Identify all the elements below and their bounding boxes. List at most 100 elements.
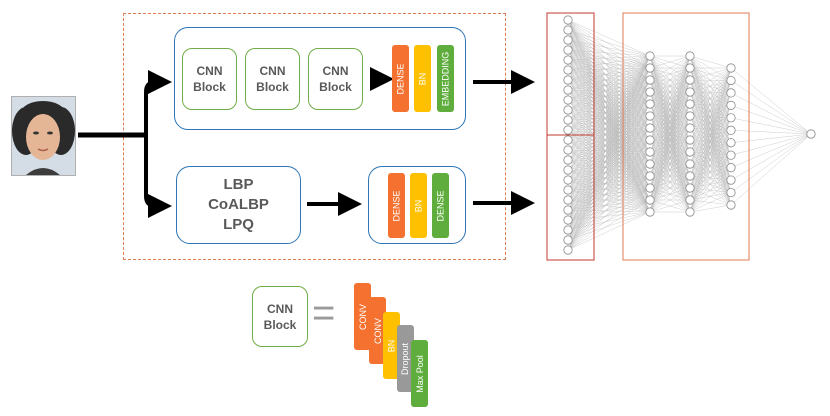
network-node <box>806 129 816 139</box>
network-node <box>685 195 695 205</box>
dense-layer: DENSE <box>432 173 449 238</box>
network-node <box>563 35 573 45</box>
network-node <box>563 215 573 225</box>
embedding-layer: EMBEDDING <box>437 45 454 112</box>
network-connections <box>567 19 812 251</box>
layer-frames <box>546 12 750 261</box>
network-node <box>685 183 695 193</box>
network-node <box>685 135 695 145</box>
network-node <box>645 147 655 157</box>
network-node <box>645 99 655 109</box>
network-node <box>685 123 695 133</box>
network-node <box>563 45 573 55</box>
conv-layer: CONV <box>354 283 371 350</box>
handcrafted-dense-module <box>368 166 466 244</box>
network-node <box>726 150 736 160</box>
network-node <box>645 159 655 169</box>
network-node <box>563 195 573 205</box>
cnn-block: CNN Block <box>308 48 363 110</box>
network-node <box>726 175 736 185</box>
dense-layer: DENSE <box>392 45 409 112</box>
network-node <box>726 75 736 86</box>
network-node <box>685 159 695 169</box>
network-node <box>685 171 695 181</box>
input-split-arrow <box>78 70 172 218</box>
face-illustration <box>12 97 75 175</box>
network-node <box>563 165 573 175</box>
network-node <box>645 207 655 217</box>
legend-block-label: Block <box>263 317 297 332</box>
network-node <box>726 88 736 98</box>
network-node <box>563 245 573 255</box>
network-node <box>645 135 655 145</box>
network-node <box>685 111 695 121</box>
network-node <box>645 195 655 205</box>
lbp-label: LBP <box>223 176 254 193</box>
cnn-block-label: CNN <box>322 64 349 78</box>
dropout-layer: Dropout <box>397 325 414 392</box>
network-node <box>563 225 573 235</box>
bn-layer: BN <box>410 173 427 238</box>
face-image <box>11 96 76 176</box>
network-node <box>645 111 655 121</box>
network-node <box>563 125 573 135</box>
network-node <box>645 87 655 97</box>
network-node <box>563 95 573 105</box>
network-node <box>563 75 573 85</box>
network-node <box>685 51 695 61</box>
cnn-block-label: Block <box>319 80 352 94</box>
cnn-block: CNN Block <box>245 48 300 110</box>
handcrafted-features-box: LBP CoALBP LPQ <box>176 166 301 244</box>
network-node <box>645 63 655 73</box>
cnn-block-label: CNN <box>259 64 286 78</box>
conv-layer: CONV <box>369 297 386 364</box>
cnn-branch-module <box>174 27 466 130</box>
network-node <box>685 99 695 109</box>
network-node <box>563 15 573 25</box>
network-node <box>563 135 573 145</box>
cnn-block-label: CNN <box>196 64 223 78</box>
network-node <box>726 113 736 123</box>
network-nodes <box>563 15 816 255</box>
network-node <box>563 65 573 75</box>
network-node <box>563 145 573 155</box>
maxpool-layer: Max Pool <box>411 340 428 407</box>
network-node <box>563 185 573 195</box>
network-node <box>726 200 736 210</box>
network-node <box>685 147 695 157</box>
legend-block-label: CNN <box>267 301 293 316</box>
network-node <box>563 105 573 115</box>
bn-layer: BN <box>383 312 400 379</box>
network-node <box>563 155 573 165</box>
network-node <box>563 25 573 35</box>
network-node <box>726 187 736 198</box>
network-node <box>645 51 655 61</box>
network-node <box>726 163 736 173</box>
network-node <box>563 235 573 245</box>
network-node <box>563 205 573 215</box>
network-node <box>563 115 573 125</box>
network-node <box>685 207 695 217</box>
network-node <box>726 100 736 110</box>
network-node <box>645 123 655 133</box>
coalbp-label: CoALBP <box>208 196 269 213</box>
network-node <box>645 171 655 181</box>
network-node <box>563 55 573 65</box>
equals-sign: = <box>312 291 336 335</box>
lpq-label: LPQ <box>223 216 254 233</box>
network-node <box>645 183 655 193</box>
network-node <box>726 63 736 73</box>
network-node <box>685 87 695 97</box>
network-node <box>726 138 736 148</box>
dense-layer: DENSE <box>388 173 405 238</box>
bn-layer: BN <box>414 45 431 112</box>
cnn-block-label: Block <box>256 80 289 94</box>
network-node <box>645 75 655 85</box>
network-node <box>563 175 573 185</box>
cnn-block: CNN Block <box>182 48 237 110</box>
network-node <box>685 63 695 73</box>
cnn-block-label: Block <box>193 80 226 94</box>
